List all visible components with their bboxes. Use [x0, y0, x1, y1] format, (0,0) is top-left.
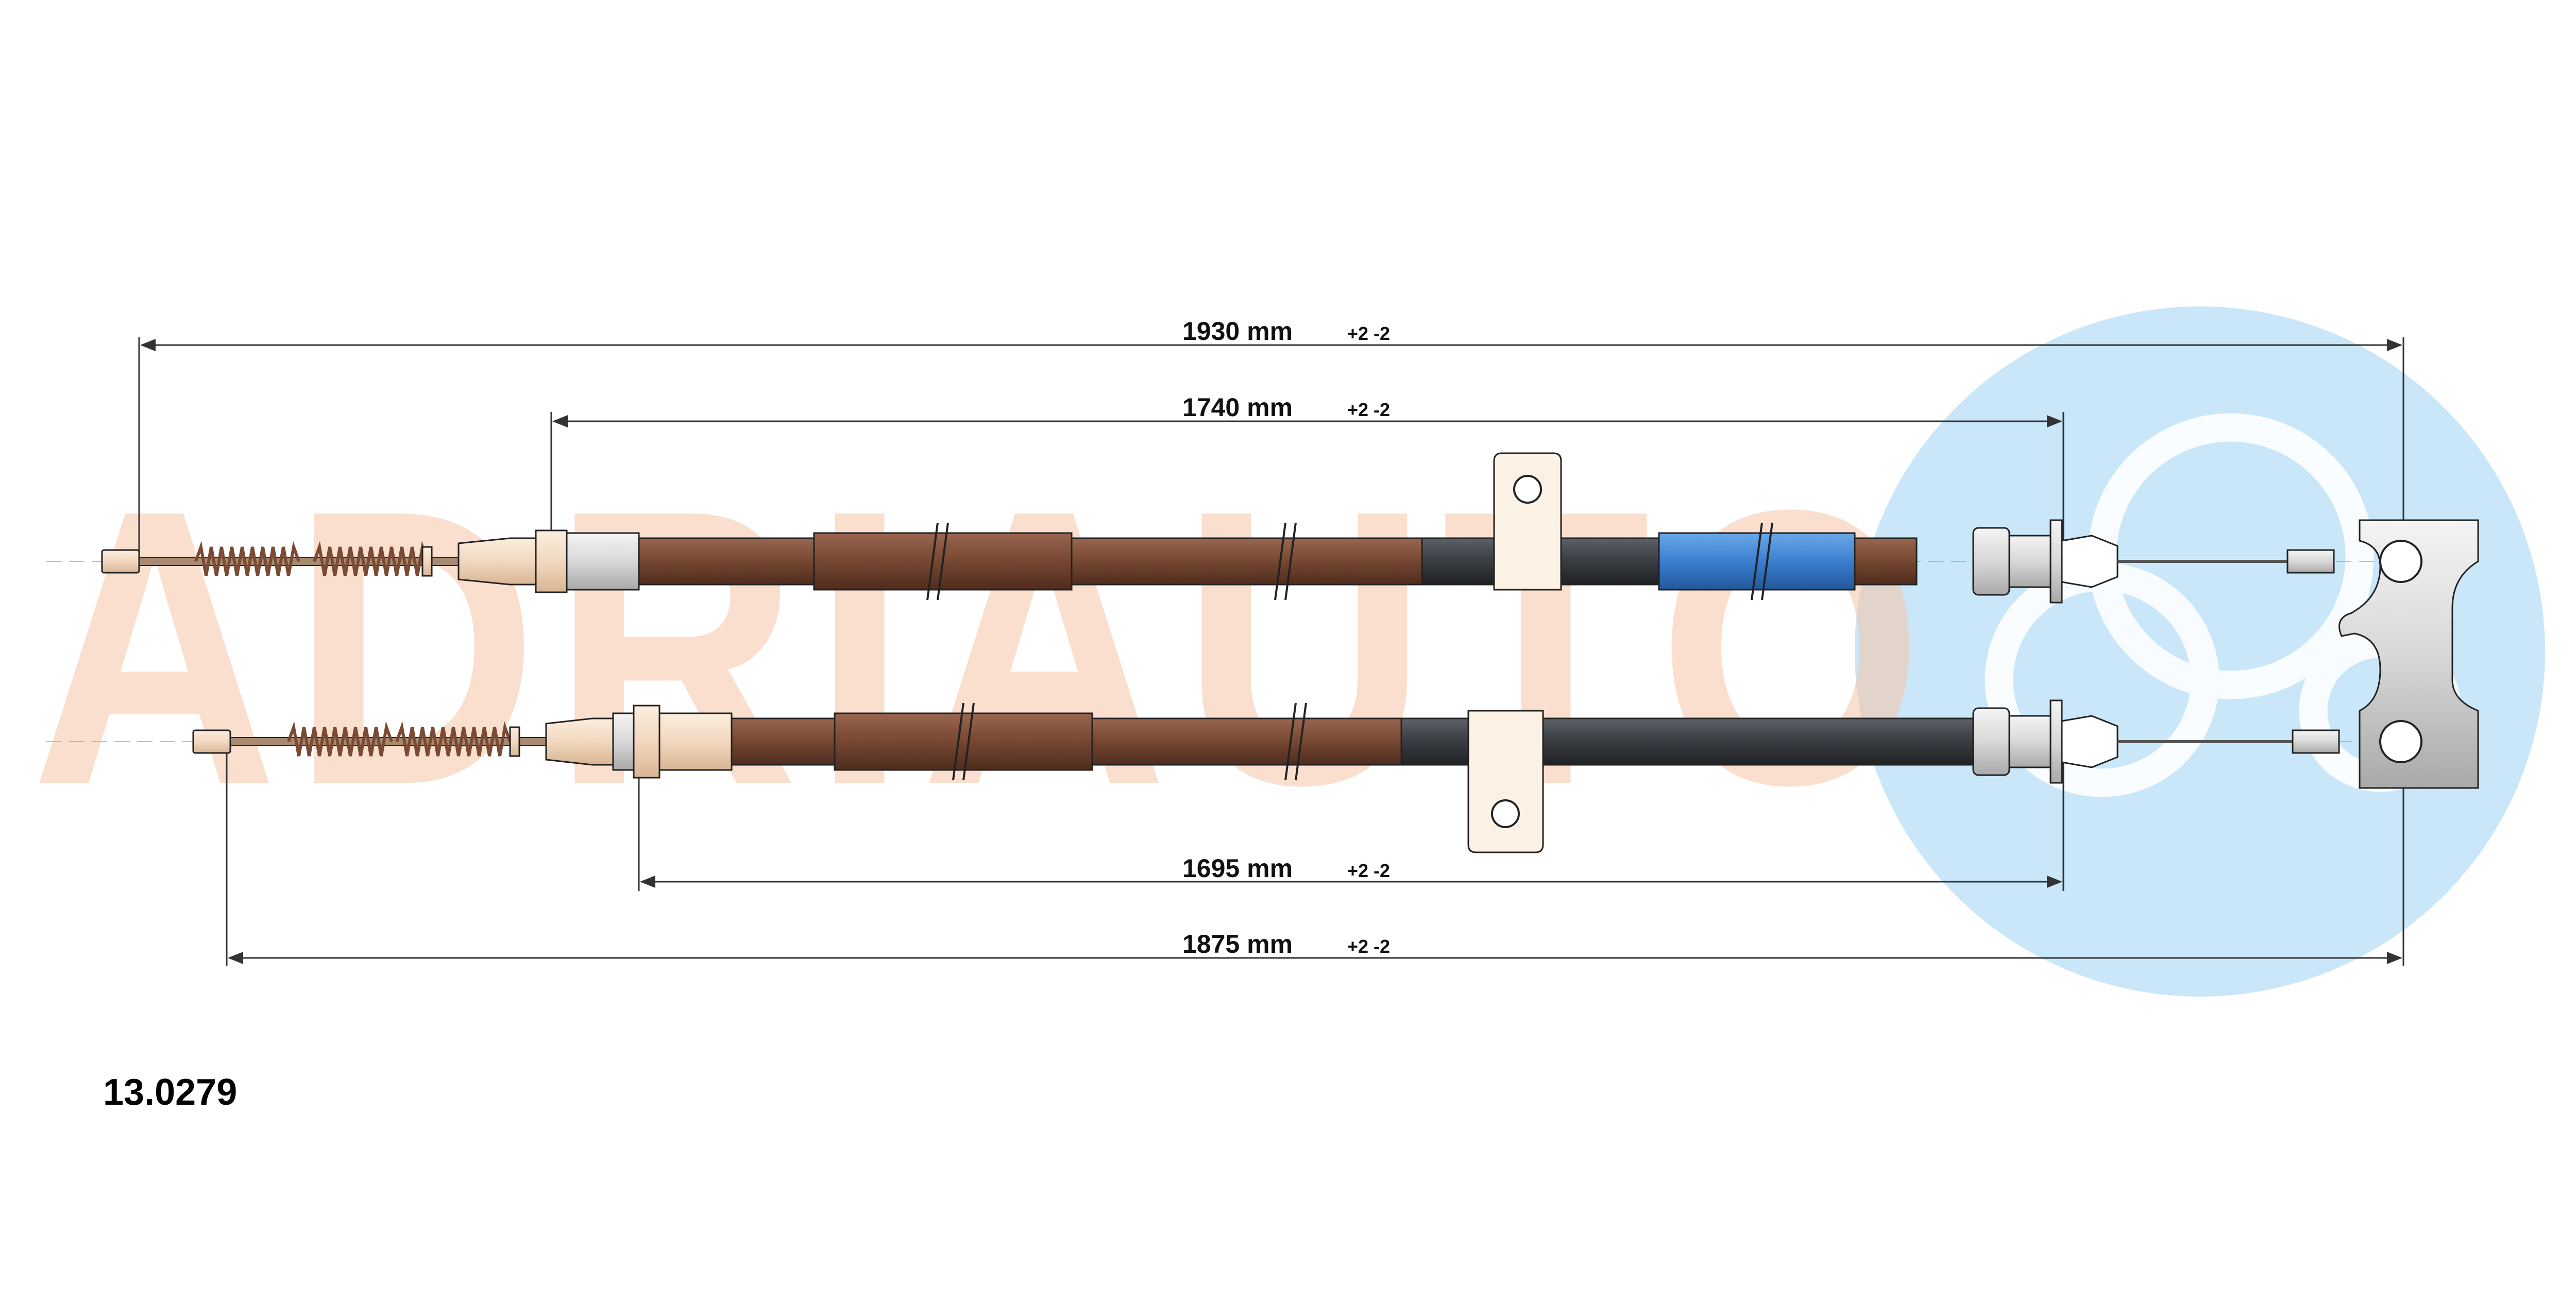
lower-sleeve-1 [834, 712, 1093, 771]
lower-spring [287, 721, 393, 757]
dim-1930-tolerance: +2 -2 [1347, 323, 1390, 344]
lower-mounting-bracket [1467, 710, 1544, 853]
upper-wire-ferrule [2286, 549, 2335, 574]
upper-collar [535, 529, 568, 593]
dim-1695-tolerance: +2 -2 [1347, 860, 1390, 881]
upper-spring [194, 541, 300, 576]
equalizer-plate [2338, 519, 2479, 789]
lower-bracket-hole [1491, 799, 1520, 828]
upper-spring-2 [313, 541, 429, 576]
upper-sheath-brown-2 [1071, 537, 1423, 586]
dim-1740-value: 1740 mm [1182, 393, 1293, 422]
upper-bracket-hole [1513, 475, 1542, 504]
lower-right-washer [2049, 699, 2063, 784]
upper-right-washer [2049, 519, 2063, 604]
upper-right-collar [2008, 535, 2052, 588]
upper-right-clip [2061, 535, 2119, 588]
upper-clip-fitting [457, 537, 537, 586]
upper-mounting-bracket [1493, 452, 1562, 591]
equalizer-upper-hole [2379, 540, 2422, 583]
lower-right-clip [2061, 715, 2119, 768]
upper-stop-washer [421, 546, 433, 577]
dim-1875-tolerance: +2 -2 [1347, 936, 1390, 957]
lower-ring [633, 705, 660, 779]
upper-sheath-brown-3 [1854, 537, 1918, 586]
dimension-lines [138, 337, 2404, 966]
lower-clip-fitting [545, 717, 614, 766]
lower-collar [612, 712, 635, 771]
watermark-brand-text: ADRIAUTO [31, 429, 1937, 866]
upper-sheath-brown-1 [638, 537, 815, 586]
lower-spring-2 [395, 721, 512, 757]
lower-stop-washer [509, 726, 520, 757]
upper-end-nipple [101, 549, 140, 574]
part-number: 13.0279 [103, 1072, 237, 1113]
lower-right-ferrule [1972, 707, 2010, 776]
lower-cable [46, 699, 2421, 853]
dim-1695-value: 1695 mm [1182, 854, 1293, 883]
lower-ferrule [658, 712, 733, 771]
lower-wire-ferrule [2292, 729, 2340, 754]
lower-sheath-brown-1 [731, 717, 836, 766]
equalizer-lower-hole [2379, 720, 2422, 763]
upper-right-ferrule [1972, 527, 2010, 596]
dim-1875-value: 1875 mm [1182, 930, 1293, 958]
dim-1740-tolerance: +2 -2 [1347, 399, 1390, 420]
lower-right-collar [2008, 715, 2052, 768]
dim-1930-value: 1930 mm [1182, 317, 1293, 346]
upper-cable [46, 452, 2421, 604]
dimension-labels: 1930 mm +2 -2 1740 mm +2 -2 1695 mm +2 -… [1182, 317, 1390, 958]
lower-end-nipple [192, 729, 231, 754]
lower-sheath-brown-2 [1091, 717, 1402, 766]
upper-ferrule [566, 532, 640, 591]
